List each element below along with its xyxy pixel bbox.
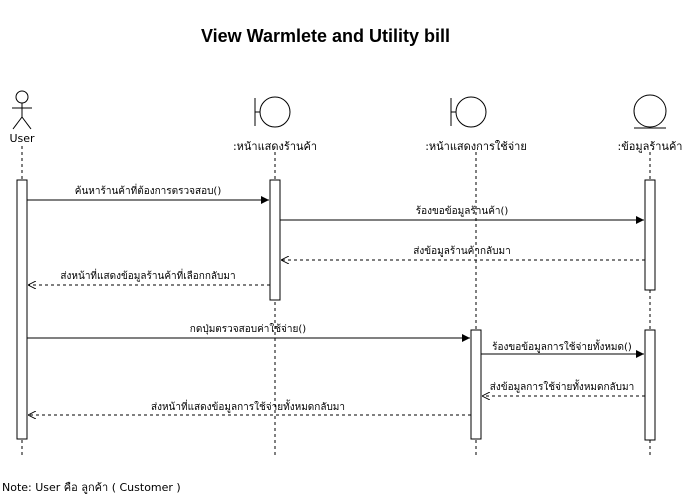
expense-page-activation xyxy=(470,329,482,440)
message-label-6: ร้องขอข้อมูลการใช้จ่ายทั้งหมด() xyxy=(492,342,632,353)
shop-data-entity-icon xyxy=(633,94,667,129)
shop-page-boundary-icon xyxy=(254,96,291,128)
expense-page-boundary-icon xyxy=(450,96,487,128)
expense-page-label: :หน้าแสดงการใช้จ่าย xyxy=(425,140,527,153)
message-label-4: ส่งหน้าที่แสดงข้อมูลร้านค้าที่เลือกกลับม… xyxy=(60,271,236,282)
message-label-5: กดปุ่มตรวจสอบค่าใช้จ่าย() xyxy=(189,324,307,335)
shop-data-label: :ข้อมูลร้านค้า xyxy=(617,140,683,153)
message-label-7: ส่งข้อมูลการใช้จ่ายทั้งหมดกลับมา xyxy=(489,382,635,393)
footnote: Note: User คือ ลูกค้า ( Customer ) xyxy=(2,481,181,494)
shop-data-activation-1 xyxy=(644,179,656,291)
shop-page-activation xyxy=(269,179,281,301)
message-label-1: ค้นหาร้านค้าที่ต้องการตรวจสอบ() xyxy=(74,186,222,197)
message-label-3: ส่งข้อมูลร้านค้ากลับมา xyxy=(413,246,511,257)
shop-page-label: :หน้าแสดงร้านค้า xyxy=(232,140,318,153)
diagram-title: View Warmlete and Utility bill xyxy=(200,26,451,46)
message-label-2: ร้องขอข้อมูลร้านค้า() xyxy=(415,206,509,217)
user-activation xyxy=(16,179,28,440)
message-label-8: ส่งหน้าที่แสดงข้อมูลการใช้จ่ายทั้งหมดกลั… xyxy=(150,402,346,413)
user-actor-icon xyxy=(12,90,32,130)
user-label: User xyxy=(9,132,35,145)
shop-data-activation-2 xyxy=(644,329,656,441)
